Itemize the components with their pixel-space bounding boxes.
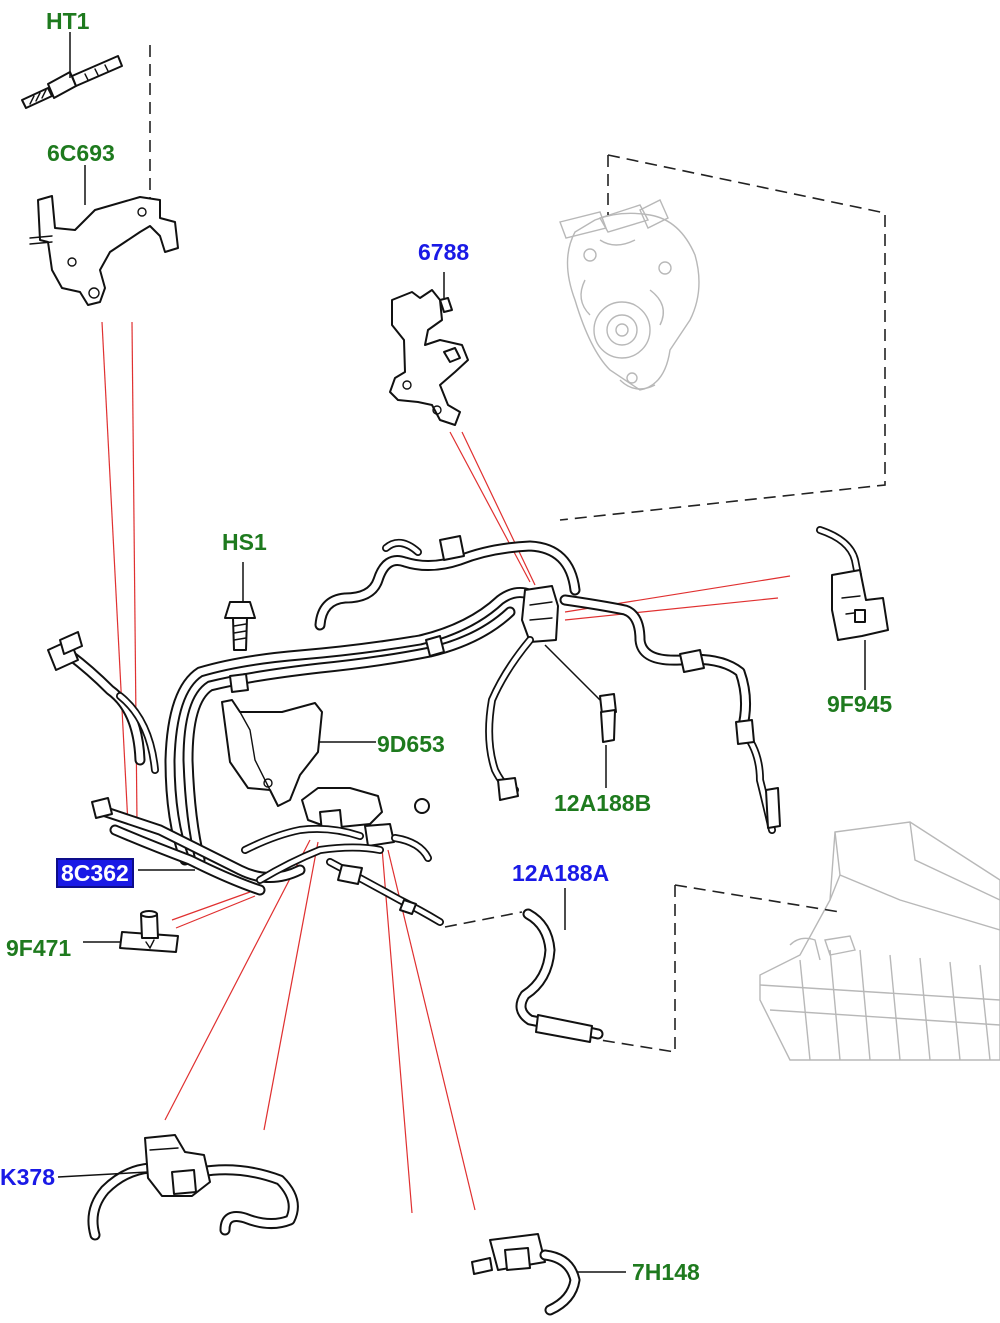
bracket-6788[interactable] [389, 272, 469, 426]
tee-9f471[interactable] [83, 910, 179, 953]
solenoid-7h148[interactable] [471, 1233, 626, 1316]
callout-lines [101, 321, 791, 1214]
solenoid-k378[interactable] [57, 1134, 299, 1241]
label-6c693[interactable]: 6C693 [47, 140, 115, 166]
label-hs1[interactable]: HS1 [222, 529, 267, 555]
air-cleaner-ghost [759, 821, 1000, 1061]
assembly-boundary-lines [149, 45, 886, 1053]
bracket-6c693[interactable] [29, 165, 179, 306]
label-k378[interactable]: K378 [0, 1164, 55, 1190]
label-9d653[interactable]: 9D653 [377, 731, 445, 757]
solenoid-9f945[interactable] [816, 526, 889, 690]
label-6788[interactable]: 6788 [418, 239, 470, 265]
label-8c362-selected[interactable]: 8C362 [56, 858, 134, 888]
stud-bolt-ht1[interactable] [21, 32, 123, 109]
shield-9d653[interactable] [221, 699, 376, 807]
label-ht1[interactable]: HT1 [46, 8, 90, 34]
plug-12a188b[interactable] [599, 693, 617, 788]
bolt-hs1[interactable] [224, 562, 256, 651]
label-9f945[interactable]: 9F945 [827, 691, 893, 717]
label-12a188b[interactable]: 12A188B [554, 790, 652, 816]
label-9f471[interactable]: 9F471 [6, 935, 72, 961]
vacuum-pump-ghost [559, 199, 700, 391]
label-12a188a[interactable]: 12A188A [512, 860, 610, 886]
label-7h148[interactable]: 7H148 [632, 1259, 700, 1285]
vacuum-hose-harness[interactable] [47, 535, 781, 926]
hose-12a188a[interactable] [515, 888, 604, 1043]
